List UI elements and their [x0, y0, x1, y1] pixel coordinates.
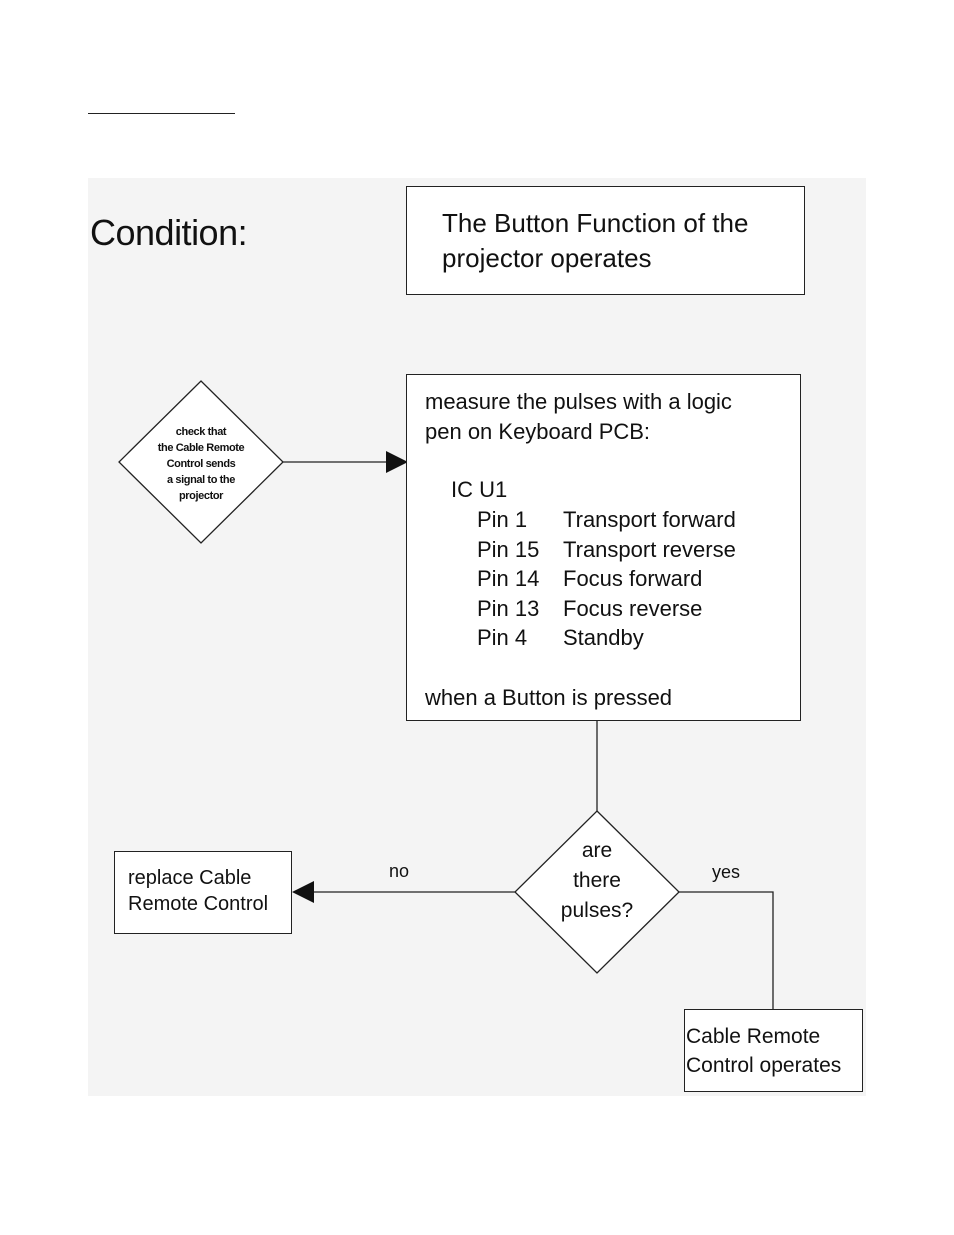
header-rule — [88, 113, 235, 114]
pin-label: Pin 4 — [477, 625, 528, 650]
replace-line2: Remote Control — [128, 893, 269, 915]
condition-box-line2: projector operates — [442, 243, 652, 273]
pin-label: Pin 14 — [477, 566, 540, 591]
operates-line2: Control operates — [686, 1054, 842, 1077]
measure-intro-line1: measure the pulses with a logic — [425, 389, 732, 414]
check-line4: a signal to the — [167, 474, 235, 486]
decision-line3: pulses? — [560, 899, 634, 922]
pin-function: Standby — [563, 625, 644, 650]
pin-label: Pin 15 — [477, 537, 540, 562]
decision-diamond — [514, 810, 680, 974]
pin-function: Transport reverse — [563, 537, 736, 562]
check-line3: Control sends — [166, 458, 236, 470]
arrowhead-left — [292, 881, 314, 903]
connector-yes — [679, 891, 774, 1009]
decision-text: are there pulses? — [532, 836, 662, 926]
measure-intro-line2: pen on Keyboard PCB: — [425, 419, 651, 444]
no-label: no — [389, 861, 410, 881]
pin-label: Pin 13 — [477, 596, 540, 621]
check-line1: check that — [175, 426, 227, 438]
arrowhead-right — [386, 451, 408, 473]
check-line2: the Cable Remote — [157, 442, 245, 454]
pin-function: Focus reverse — [563, 596, 703, 621]
check-line5: projector — [178, 490, 224, 502]
measure-box: measure the pulses with a logic pen on K… — [406, 374, 801, 721]
pin-function: Transport forward — [563, 507, 736, 532]
replace-box: replace Cable Remote Control — [114, 851, 292, 934]
check-diamond-text: check that the Cable Remote Control send… — [138, 424, 264, 504]
replace-line1: replace Cable — [128, 867, 252, 889]
check-diamond — [118, 380, 284, 544]
ic-label: IC U1 — [451, 477, 508, 502]
pin-label: Pin 1 — [477, 507, 528, 532]
yes-label: yes — [712, 862, 741, 882]
measure-outro: when a Button is pressed — [425, 685, 673, 710]
condition-label: Condition: — [90, 212, 248, 253]
decision-line1: are — [581, 839, 613, 862]
pin-function: Focus forward — [563, 566, 703, 591]
condition-box-line1: The Button Function of the — [442, 208, 749, 238]
operates-line1: Cable Remote — [686, 1025, 821, 1048]
decision-line2: there — [573, 869, 621, 892]
condition-box: The Button Function of the projector ope… — [406, 186, 805, 295]
operates-box: Cable Remote Control operates — [684, 1009, 863, 1092]
